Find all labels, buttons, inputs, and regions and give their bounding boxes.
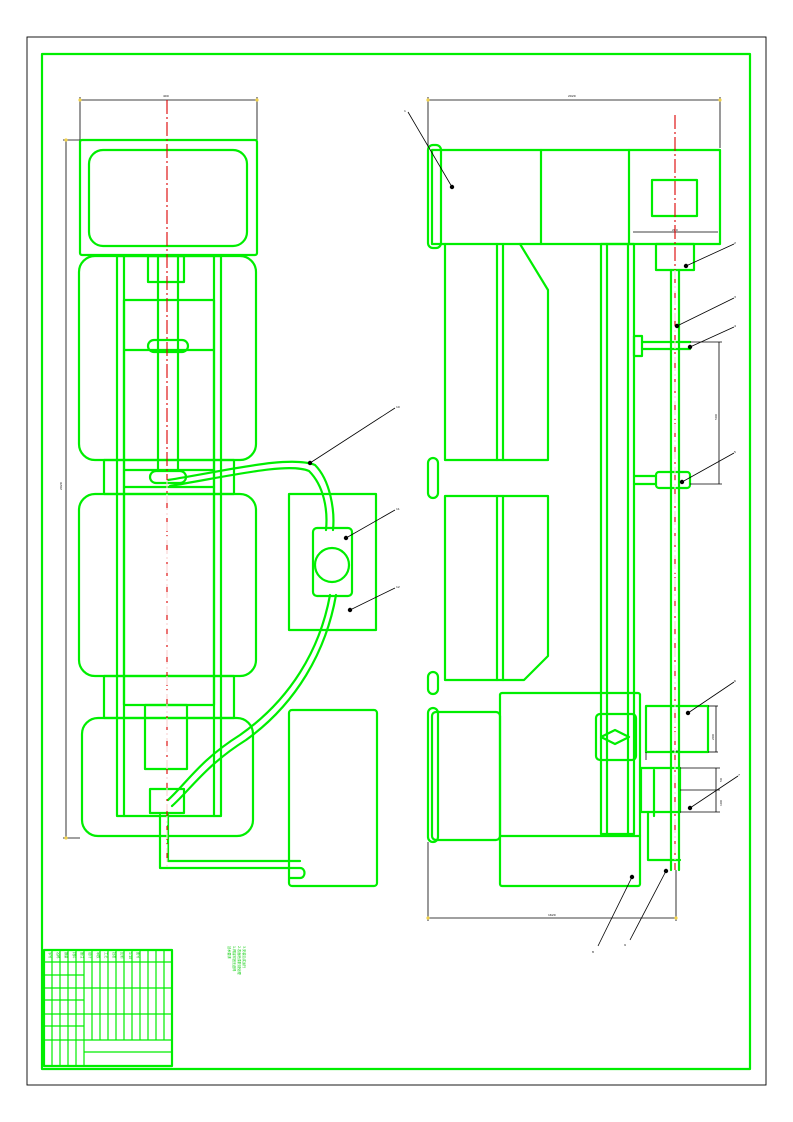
right-callout-8: 8	[592, 950, 594, 954]
right-dim-bottom: 1620	[548, 913, 556, 917]
right-callout-4: 4	[734, 324, 736, 328]
left-callout-12: 12	[396, 585, 400, 589]
note-line-4: 3.安装后试运行	[242, 946, 247, 969]
left-callout-10: 10	[396, 405, 400, 409]
right-dim-width: 2020	[568, 94, 576, 98]
right-dim-box-height: 200	[711, 734, 715, 740]
left-dim-height: 2020	[59, 482, 63, 490]
tb-cell-9: 批准	[112, 952, 117, 959]
right-callout-3: 3	[734, 295, 736, 299]
right-callout-7: 7	[738, 773, 740, 777]
tb-cell-6: 设计	[88, 952, 93, 959]
left-dim-width: 400	[163, 94, 169, 98]
tb-cell-3: 数量	[64, 952, 69, 959]
left-callout-11: 11	[396, 507, 400, 511]
right-callout-2: 2	[734, 241, 736, 245]
note-line-3: 2.表面喷漆防锈处理	[237, 946, 242, 975]
tb-cell-5: 备注	[80, 952, 85, 959]
right-dim-small-a: 50	[719, 778, 723, 782]
tb-cell-1: 序号	[48, 952, 53, 958]
right-callout-9: 9	[624, 943, 626, 947]
right-callout-5: 5	[734, 450, 736, 454]
right-dim-small-b: 100	[719, 800, 723, 806]
note-line-1: 技术要求	[227, 946, 232, 960]
outer-sheet-border	[26, 36, 767, 1086]
technical-notes: 技术要求 1.焊接牢固无虚焊 2.表面喷漆防锈处理 3.安装后试运行	[227, 946, 247, 975]
tb-cell-10: 比例	[120, 952, 125, 958]
tb-cell-7: 审核	[96, 952, 101, 959]
tb-cell-12: 图号	[136, 952, 141, 958]
drawing-frame	[40, 52, 752, 1071]
right-callout-1: 1	[404, 109, 406, 113]
note-line-2: 1.焊接牢固无虚焊	[232, 946, 237, 972]
tb-cell-8: 工艺	[104, 952, 109, 958]
tb-cell-4: 材料	[72, 952, 77, 959]
right-dim-spacing: 500	[714, 414, 718, 420]
right-view: 2020 1620 200	[404, 94, 740, 954]
tb-cell-11: 1:10	[128, 952, 132, 959]
tb-cell-2: 名称	[56, 952, 61, 959]
title-block: 序号 名称 数量 材料 备注 设计 审核 工艺 批准 比例 1:10 图号	[42, 948, 174, 1068]
right-callout-6: 6	[734, 679, 736, 683]
left-view: 400 2020	[59, 94, 400, 888]
